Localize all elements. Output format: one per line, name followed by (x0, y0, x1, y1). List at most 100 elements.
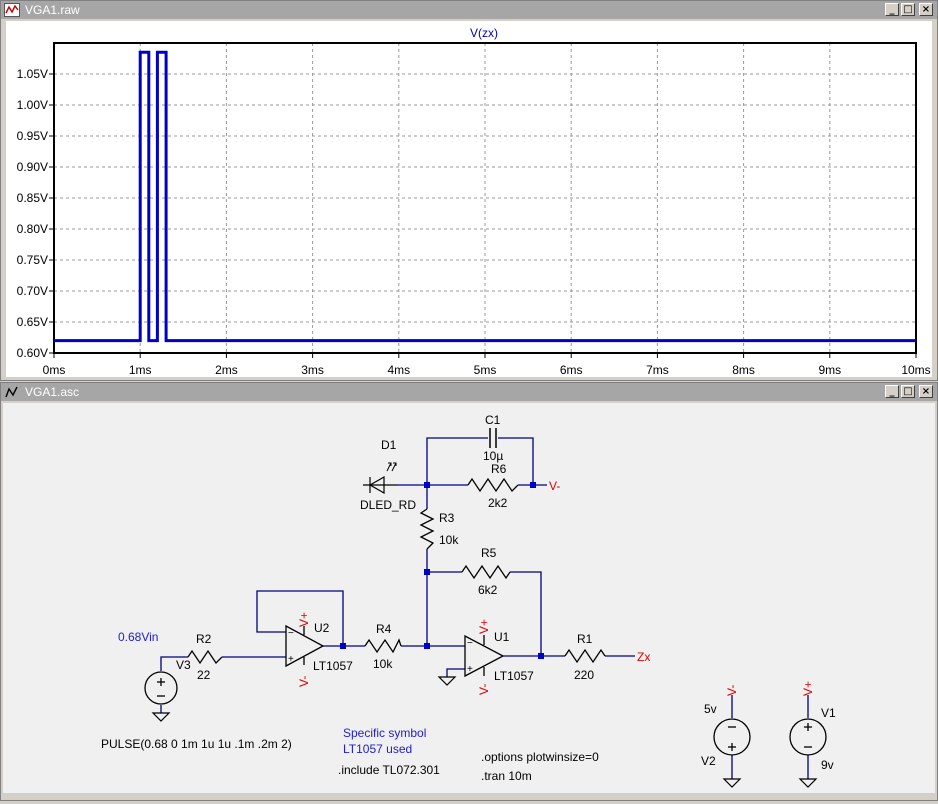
r5-value: 6k2 (478, 583, 498, 597)
y-tick-label: 1.00V (17, 98, 48, 112)
voltage-source-v1[interactable] (789, 718, 827, 756)
y-tick-label: 0.80V (17, 222, 48, 236)
waveform-chart[interactable]: V(zx) 0.60V 0.65V 0.70V 0.75V 0.80V 0.85V 0.90… (6, 21, 932, 377)
tran-directive[interactable]: .tran 10m (481, 769, 532, 783)
v3-ref: V3 (176, 658, 191, 672)
y-tick-label: 0.85V (17, 191, 48, 205)
maximize-button[interactable]: □ (901, 385, 915, 398)
y-tick-label: 0.95V (17, 129, 48, 143)
schematic-canvas[interactable]: C1 10µ D1 DLED_RD R6 2k2 V- R3 10k (3, 403, 935, 793)
r3-value: 10k (439, 533, 459, 547)
x-tick-label: 5ms (474, 363, 497, 377)
u1-plus-pin: + (467, 664, 473, 675)
led-d1[interactable] (363, 462, 397, 495)
plot-pane[interactable]: V(zx) 0.60V 0.65V 0.70V 0.75V 0.80V 0.85V 0.90… (6, 21, 932, 377)
close-button[interactable]: × (919, 385, 933, 398)
u2-ref: U2 (314, 621, 330, 635)
maximize-button[interactable]: □ (901, 3, 915, 16)
u1-value: LT1057 (494, 669, 534, 683)
resistor-r2[interactable] (187, 649, 223, 665)
net-label-vin: 0.68Vin (118, 630, 158, 644)
comment-line-2: LT1057 used (343, 742, 412, 756)
c1-value: 10µ (483, 449, 503, 463)
minimize-button[interactable]: _ (885, 3, 899, 16)
r6-ref: R6 (491, 462, 507, 476)
net-label-vminus: V- (549, 479, 560, 493)
x-tick-label: 7ms (646, 363, 669, 377)
v1-net-label: V+ (801, 681, 815, 696)
v1-ref: V1 (821, 706, 836, 720)
y-tick-label: 1.05V (17, 67, 48, 81)
wire-junctions (340, 482, 544, 659)
include-directive[interactable]: .include TL072.301 (338, 763, 440, 777)
x-tick-label: 0ms (43, 363, 66, 377)
r1-value: 220 (574, 668, 594, 682)
r4-ref: R4 (376, 622, 392, 636)
c1-ref: C1 (485, 413, 501, 427)
x-tick-label: 2ms (215, 363, 238, 377)
resistor-r5[interactable] (461, 564, 511, 580)
d1-ref: D1 (381, 438, 397, 452)
y-tick-label: 0.65V (17, 315, 48, 329)
schematic-window-title: VGA1.asc (25, 385, 80, 399)
y-tick-label: 0.75V (17, 253, 48, 267)
plot-frame (53, 42, 917, 354)
x-tick-label: 8ms (732, 363, 755, 377)
u2-vplus-label: V+ (297, 612, 311, 627)
x-tick-label: 6ms (560, 363, 583, 377)
net-label-zx: Zx (637, 650, 650, 664)
voltage-source-v2[interactable] (713, 718, 751, 756)
resistor-r3[interactable] (419, 508, 435, 550)
resistor-r4[interactable] (364, 638, 402, 654)
r4-value: 10k (373, 657, 393, 671)
trace-line[interactable] (54, 50, 916, 343)
y-tick-label: 0.60V (17, 346, 48, 360)
u1-ref: U1 (494, 630, 510, 644)
x-tick-label: 9ms (818, 363, 841, 377)
v1-value: 9v (821, 758, 834, 772)
ground-icon (722, 778, 742, 788)
comment-line-1: Specific symbol (343, 726, 426, 740)
v2-ref: V2 (701, 754, 716, 768)
ground-icon (437, 676, 457, 686)
plot-window-title: VGA1.raw (25, 3, 80, 17)
voltage-source-v3[interactable] (144, 671, 178, 705)
options-directive[interactable]: .options plotwinsize=0 (481, 750, 599, 764)
r2-ref: R2 (196, 632, 212, 646)
v2-net-label: V- (725, 685, 739, 696)
ground-icon (798, 778, 818, 788)
u1-vplus-label: V+ (477, 619, 491, 634)
r2-value: 22 (197, 668, 211, 682)
plot-titlebar[interactable]: VGA1.raw _ □ × (1, 1, 937, 19)
x-tick-label: 10ms (901, 363, 930, 377)
waveform-icon (4, 3, 20, 17)
u2-minus-pin: − (288, 628, 294, 639)
resistor-r1[interactable] (564, 648, 606, 664)
plot-window[interactable]: VGA1.raw _ □ × V(zx) 0.60V 0.65V 0.70V 0.75… (0, 0, 938, 381)
schematic-drawing[interactable]: C1 10µ D1 DLED_RD R6 2k2 V- R3 10k (3, 403, 935, 799)
d1-value: DLED_RD (360, 498, 416, 512)
trace-label[interactable]: V(zx) (470, 26, 498, 40)
close-button[interactable]: × (919, 3, 933, 16)
v2-value: 5v (704, 702, 717, 716)
u2-plus-pin: + (288, 654, 294, 665)
opamp-u1[interactable] (464, 634, 505, 678)
schematic-titlebar[interactable]: VGA1.asc _ □ × (1, 383, 937, 401)
r5-ref: R5 (481, 546, 497, 560)
schematic-icon (5, 386, 18, 398)
capacitor-c1[interactable]: C1 10µ (483, 413, 503, 463)
ground-icon (151, 712, 171, 722)
minimize-button[interactable]: _ (885, 385, 899, 398)
u1-vminus-label: V- (477, 684, 491, 695)
u2-value: LT1057 (313, 659, 353, 673)
y-tick-label: 0.70V (17, 284, 48, 298)
y-tick-label: 0.90V (17, 160, 48, 174)
wires (160, 437, 809, 779)
opamp-u2[interactable] (285, 624, 325, 668)
r6-value: 2k2 (488, 496, 508, 510)
x-tick-label: 1ms (129, 363, 152, 377)
schematic-window[interactable]: VGA1.asc _ □ × (0, 382, 938, 801)
resistor-r6[interactable] (467, 477, 519, 493)
u2-vminus-label: V- (297, 676, 311, 687)
r1-ref: R1 (577, 632, 593, 646)
